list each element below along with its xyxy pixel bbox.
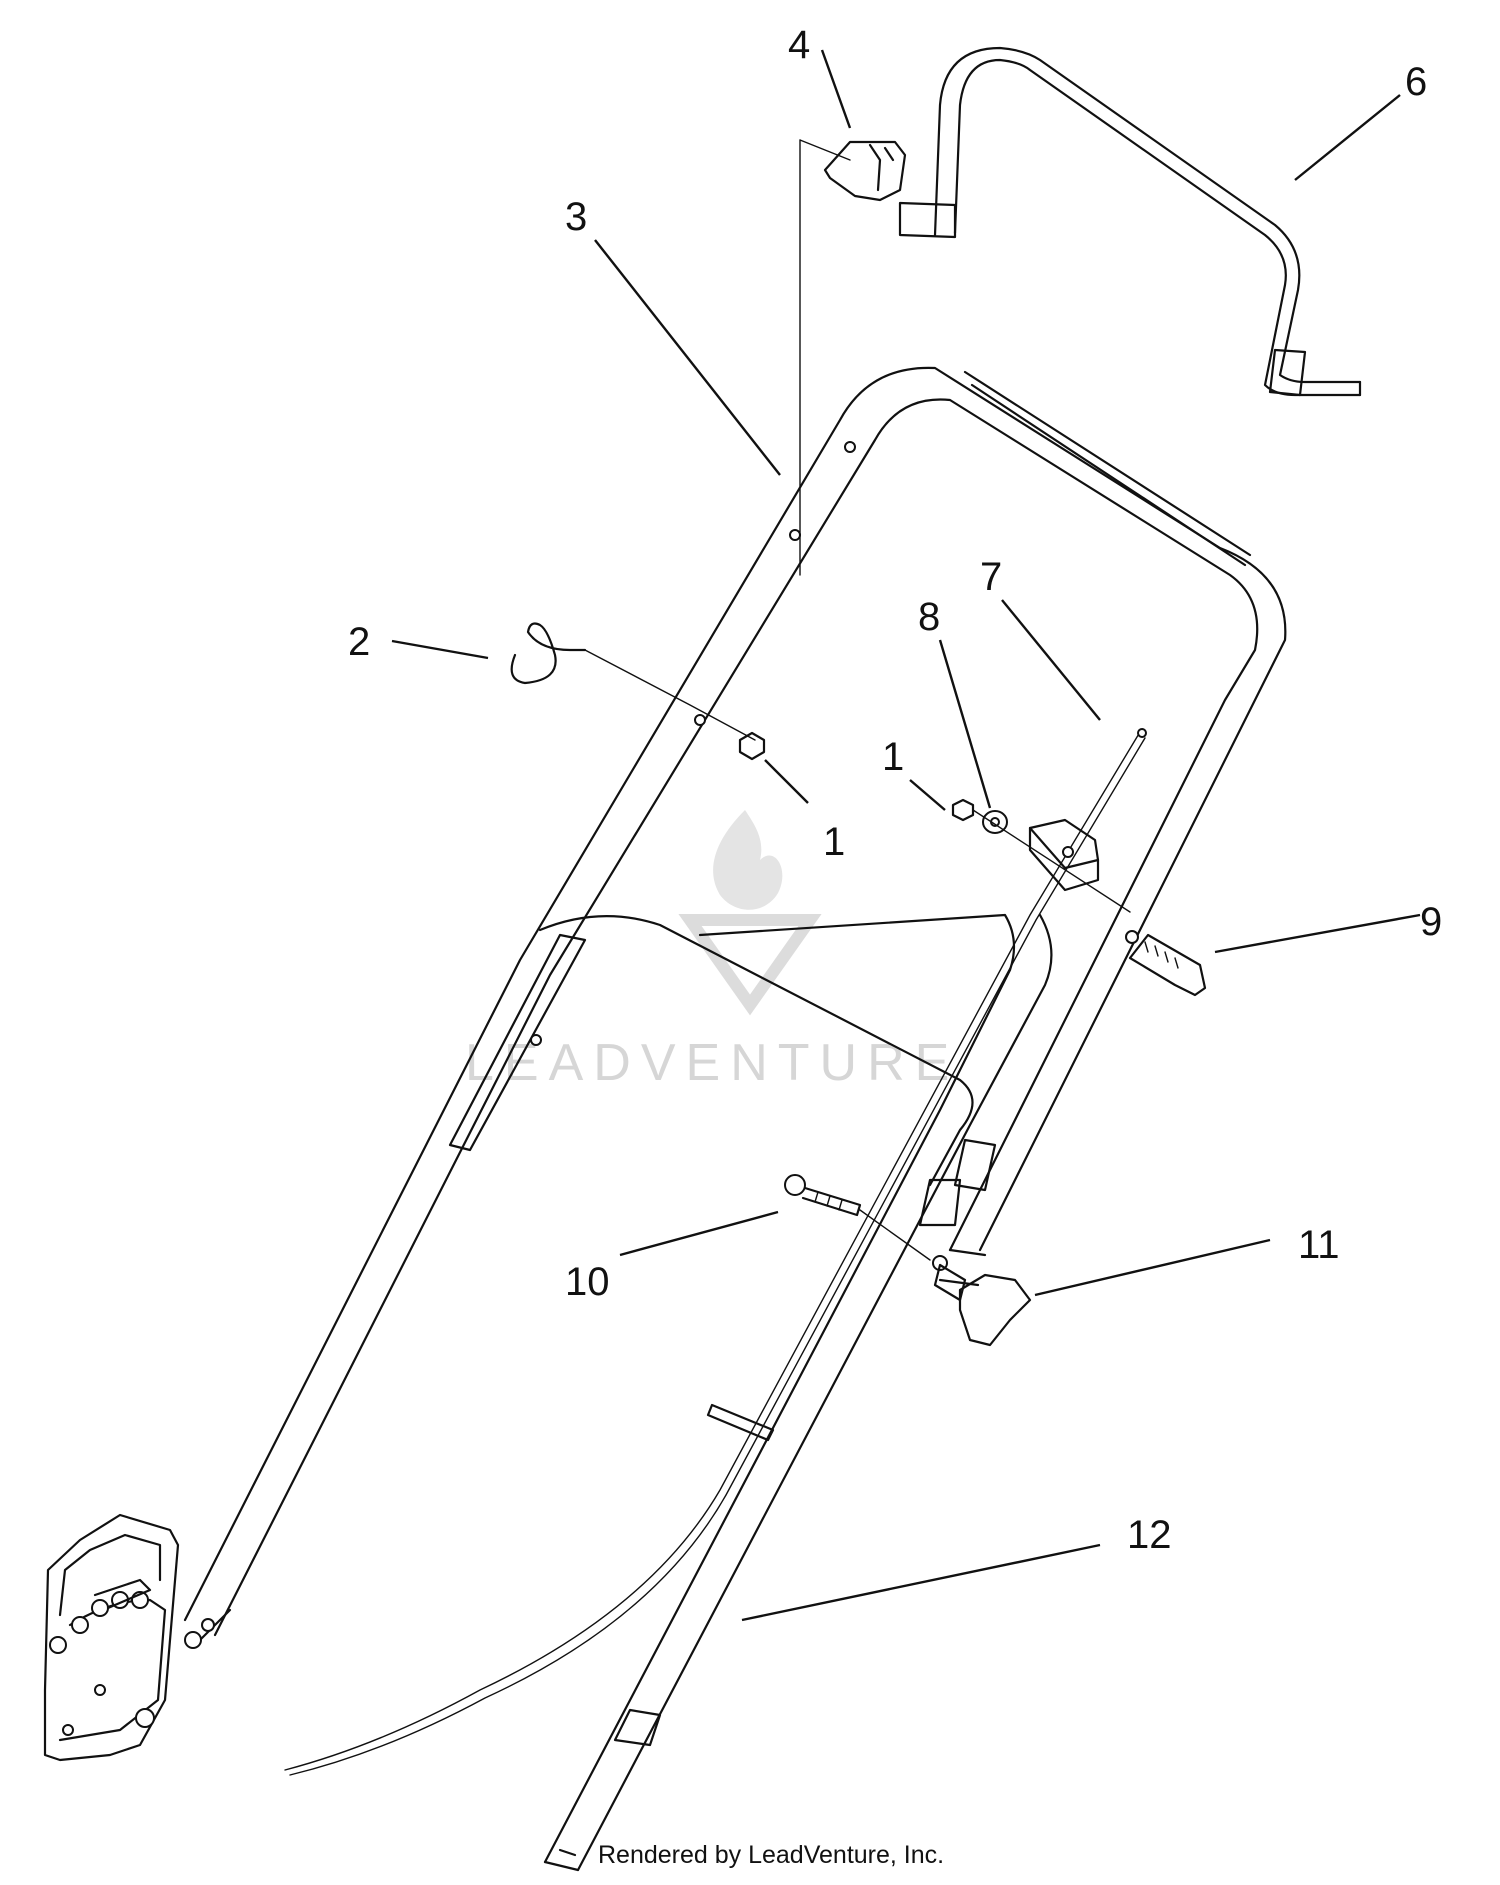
leader-9 xyxy=(1214,913,1421,954)
credit-text: Rendered by LeadVenture, Inc. xyxy=(598,1841,944,1869)
callout-1-left: 1 xyxy=(823,820,845,864)
leader-11 xyxy=(1034,1238,1271,1297)
callout-9: 9 xyxy=(1420,900,1442,944)
callout-11: 11 xyxy=(1298,1223,1340,1267)
leader-6 xyxy=(1294,94,1401,181)
leader-4 xyxy=(820,49,852,129)
leader-lines xyxy=(391,49,1421,1622)
hairpin-clip xyxy=(510,622,756,741)
deck-bracket xyxy=(43,1513,215,1762)
leader-10 xyxy=(619,1210,779,1257)
leader-3 xyxy=(594,239,781,476)
bail-bar xyxy=(898,46,1362,397)
cable-mount-hardware xyxy=(951,798,1131,913)
bolt-center xyxy=(784,1174,931,1261)
leader-1b xyxy=(909,779,946,811)
watermark-v-icon xyxy=(678,914,822,1016)
callout-labels: 4 6 3 2 1 1 8 7 9 10 11 12 xyxy=(348,23,1442,1557)
leader-1a xyxy=(764,759,809,804)
control-cable xyxy=(284,728,1147,1776)
callout-7: 7 xyxy=(980,555,1002,599)
leader-2 xyxy=(391,639,489,660)
bracket-panel xyxy=(799,139,907,576)
leader-8 xyxy=(938,639,992,809)
leader-12 xyxy=(741,1543,1101,1622)
callout-8: 8 xyxy=(918,595,940,639)
callout-4: 4 xyxy=(788,23,810,67)
watermark: LEADVENTURE xyxy=(465,810,959,1092)
callout-6: 6 xyxy=(1405,60,1427,104)
bolt-right xyxy=(1128,933,1207,997)
leader-7 xyxy=(1001,599,1101,721)
callout-12: 12 xyxy=(1127,1513,1172,1557)
callout-3: 3 xyxy=(565,195,587,239)
nut-left xyxy=(738,731,766,761)
upper-handle xyxy=(183,366,1287,1642)
callout-1-right: 1 xyxy=(882,735,904,779)
callout-2: 2 xyxy=(348,620,370,664)
handle-knob xyxy=(933,1263,1032,1347)
watermark-text: LEADVENTURE xyxy=(465,1034,959,1092)
watermark-flame-icon xyxy=(713,810,783,910)
callout-10: 10 xyxy=(565,1260,610,1304)
